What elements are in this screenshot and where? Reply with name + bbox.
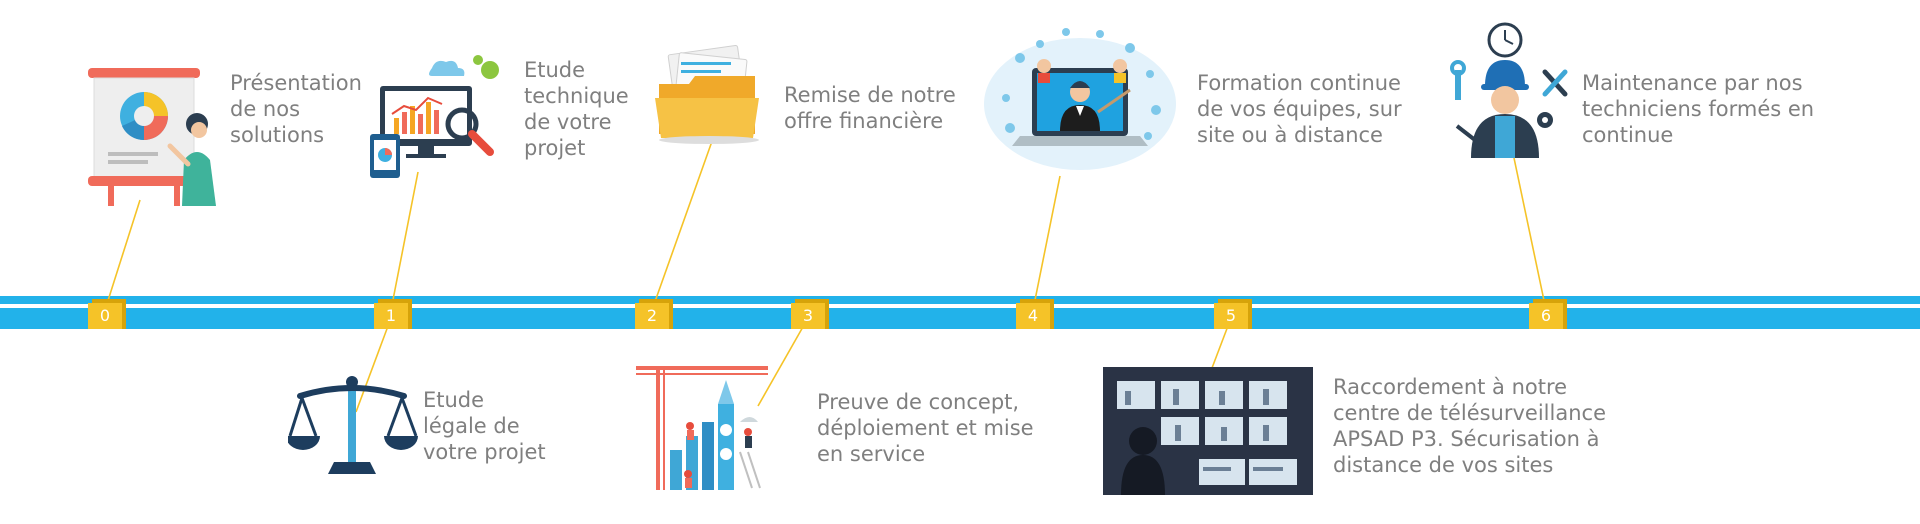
connector-3 [757,317,809,407]
timeline-band [0,308,1920,329]
dashboard-analysis-icon [370,55,499,178]
surveillance-center-icon [1103,367,1313,495]
connector-0 [104,199,141,311]
scales-of-justice-icon [288,376,418,474]
step-marker-1: 1 [374,299,412,329]
presentation-icon [88,68,216,206]
timeline-band-highlight [0,296,1920,304]
construction-icon [636,366,768,490]
step-marker-6: 6 [1529,299,1567,329]
connector-6 [1513,157,1547,311]
online-training-icon [984,28,1176,170]
folder-icon [655,44,759,144]
step-marker-0: 0 [88,299,126,329]
step-marker-3: 3 [791,299,829,329]
connector-1b [355,317,392,413]
connector-2 [651,129,717,311]
connector-1a [390,171,419,311]
step-marker-4: 4 [1016,299,1054,329]
step-marker-2: 2 [635,299,673,329]
technician-icon [1450,22,1568,158]
connector-4 [1032,175,1061,311]
step-marker-5: 5 [1214,299,1252,329]
